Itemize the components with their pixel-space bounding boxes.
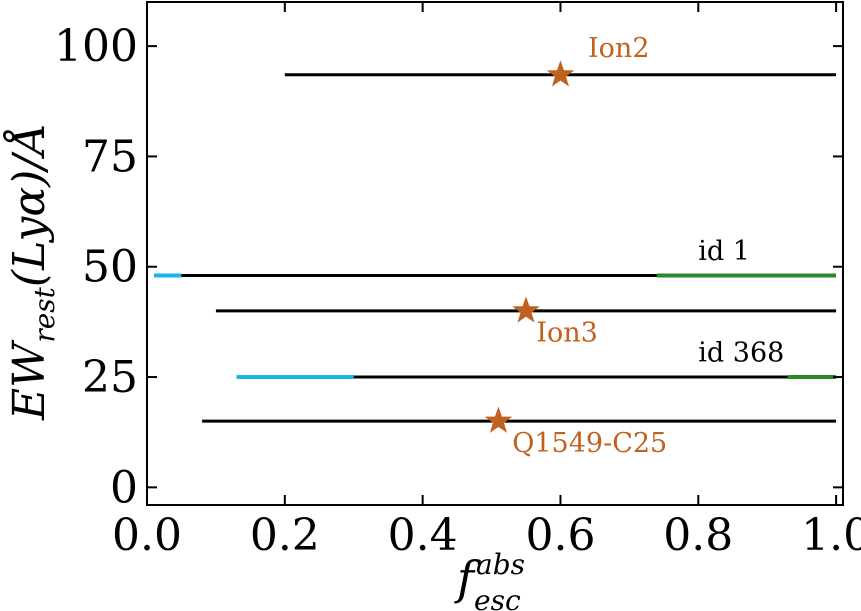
range-1-label: id 1	[698, 236, 750, 267]
range-2-star-marker	[512, 296, 540, 323]
y-tick-label-3: 75	[82, 131, 138, 182]
x-axis-label-sub: esc	[474, 584, 521, 611]
y-axis-label-main: EW	[4, 339, 55, 421]
range-0-star-marker	[546, 60, 575, 87]
x-tick-label-3: 0.6	[525, 510, 595, 561]
range-4-label: Q1549-C25	[512, 428, 667, 459]
y-tick-label-1: 25	[82, 352, 138, 403]
chart-ticks: 0.0 0.2 0.4 0.6 0.8 1.0 0 25 50 75 100	[54, 2, 861, 561]
y-tick-label-0: 0	[110, 462, 138, 513]
range-0-label: Ion2	[588, 33, 650, 64]
x-tick-label-1: 0.2	[250, 510, 320, 561]
y-axis-label-tail: (Lyα)/Å	[2, 123, 55, 287]
x-tick-label-2: 0.4	[388, 510, 458, 561]
range-4-star-marker	[484, 406, 513, 433]
y-axis-label-sub: rest	[28, 286, 61, 342]
x-tick-label-4: 0.8	[663, 510, 733, 561]
x-tick-label-5: 1.0	[801, 510, 861, 561]
range-2-label: Ion3	[536, 318, 598, 349]
x-tick-label-0: 0.0	[112, 510, 182, 561]
x-axis-label-sup: abs	[476, 548, 525, 581]
y-axis-label: EWrest(Lyα)/Å	[2, 123, 61, 421]
y-tick-label-2: 50	[82, 242, 138, 293]
range-3-label: id 368	[698, 338, 784, 369]
plot-frame	[146, 1, 844, 506]
y-tick-label-4: 100	[54, 21, 138, 72]
